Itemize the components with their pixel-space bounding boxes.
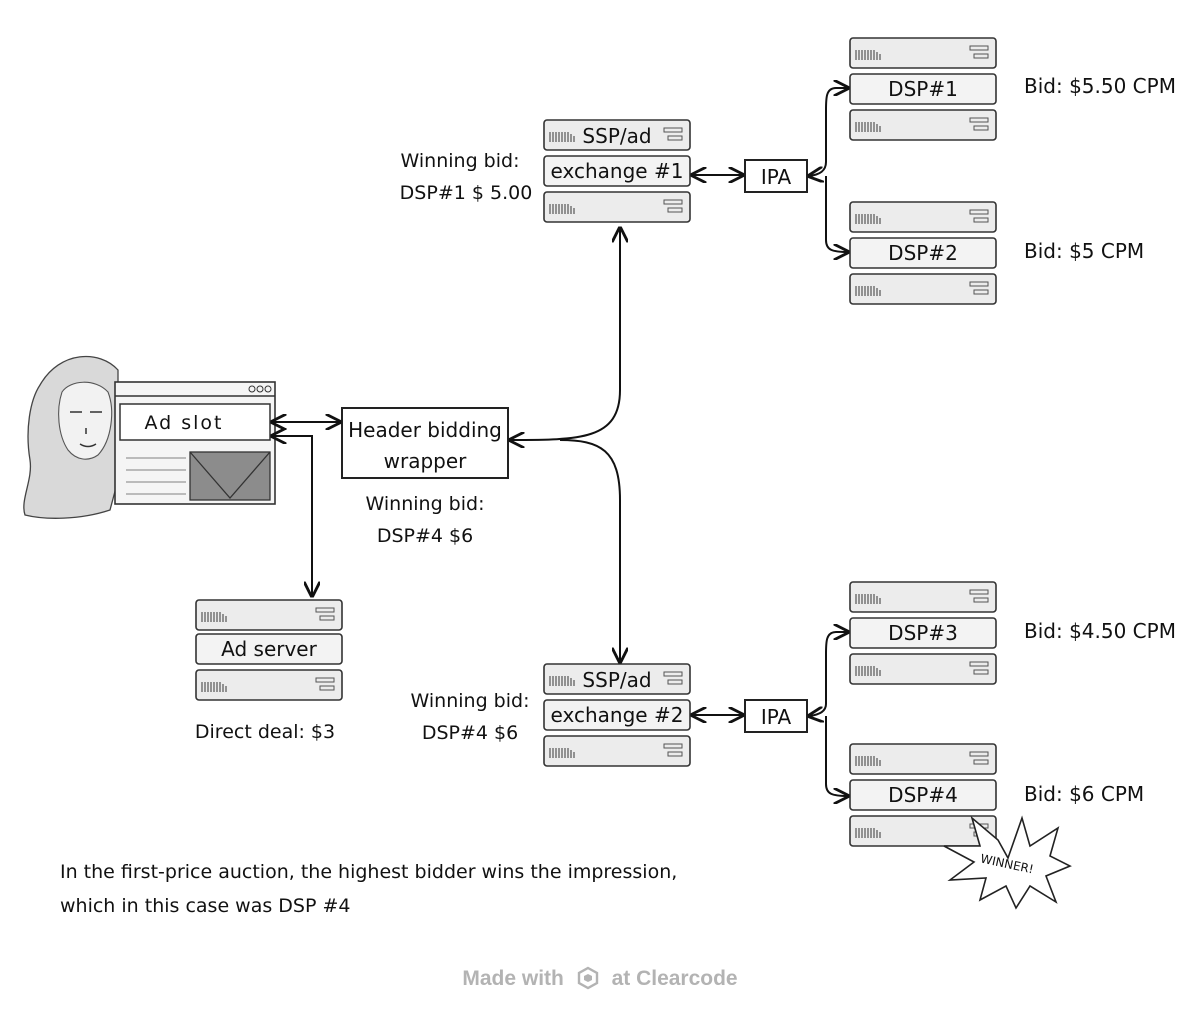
ssp2-winning-bid-line1: Winning bid: [411, 690, 530, 712]
dsp1-label: DSP#1 [888, 77, 958, 101]
wrapper-winning-bid-line1: Winning bid: [366, 493, 485, 515]
caption: In the first-price auction, the highest … [60, 855, 780, 923]
ssp-exchange-2: SSP/ad exchange #2 [543, 663, 691, 767]
dsp2-bid: Bid: $5 CPM [1024, 239, 1144, 263]
caption-line1: In the first-price auction, the highest … [60, 861, 678, 883]
dsp3-bid: Bid: $4.50 CPM [1024, 619, 1176, 643]
ipa-box-1: IPA [744, 159, 808, 193]
clearcode-logo-icon [577, 966, 598, 990]
ipa-2-label: IPA [761, 705, 792, 729]
wrapper-label-line2: wrapper [384, 449, 468, 473]
header-bidding-wrapper: Header bidding wrapper [341, 407, 509, 479]
ssp1-winning-bid-line2: DSP#1 $ 5.00 [400, 182, 533, 204]
dsp-1-server: DSP#1 [849, 37, 997, 141]
wrapper-label-line1: Header bidding [348, 418, 502, 442]
dsp1-bid: Bid: $5.50 CPM [1024, 74, 1176, 98]
ssp1-label-line1: SSP/ad [582, 124, 651, 148]
dsp-2-server: DSP#2 [849, 201, 997, 305]
ad-server-label: Ad server [221, 637, 317, 661]
footer-prefix: Made with [462, 967, 564, 990]
dsp-3-server: DSP#3 [849, 581, 997, 685]
dsp4-bid: Bid: $6 CPM [1024, 782, 1144, 806]
ssp2-label-line1: SSP/ad [582, 668, 651, 692]
dsp2-label: DSP#2 [888, 241, 958, 265]
footer: Made with at Clearcode [0, 966, 1200, 991]
ssp1-label-line2: exchange #1 [551, 159, 684, 183]
ssp2-winning-bid-line2: DSP#4 $6 [422, 722, 518, 744]
user-avatar [23, 355, 119, 519]
caption-line2: which in this case was DSP #4 [60, 895, 351, 917]
connectors [272, 88, 848, 796]
ad-server: Ad server [195, 599, 343, 701]
ssp2-label-line2: exchange #2 [551, 703, 684, 727]
dsp3-label: DSP#3 [888, 621, 958, 645]
ipa-1-label: IPA [761, 165, 792, 189]
footer-suffix: at Clearcode [611, 967, 738, 990]
winner-badge: WINNER! [943, 815, 1072, 910]
ad-slot-label: Ad slot [144, 412, 223, 434]
ssp1-winning-bid-line1: Winning bid: [401, 150, 520, 172]
dsp4-label: DSP#4 [888, 783, 958, 807]
browser-window: Ad slot [114, 381, 276, 505]
ad-slot [119, 403, 271, 441]
ipa-box-2: IPA [744, 699, 808, 733]
dsp-4-server: DSP#4 [849, 743, 997, 847]
direct-deal-label: Direct deal: $3 [195, 721, 335, 743]
wrapper-winning-bid-line2: DSP#4 $6 [377, 525, 473, 547]
ssp-exchange-1: SSP/ad exchange #1 [543, 119, 691, 223]
